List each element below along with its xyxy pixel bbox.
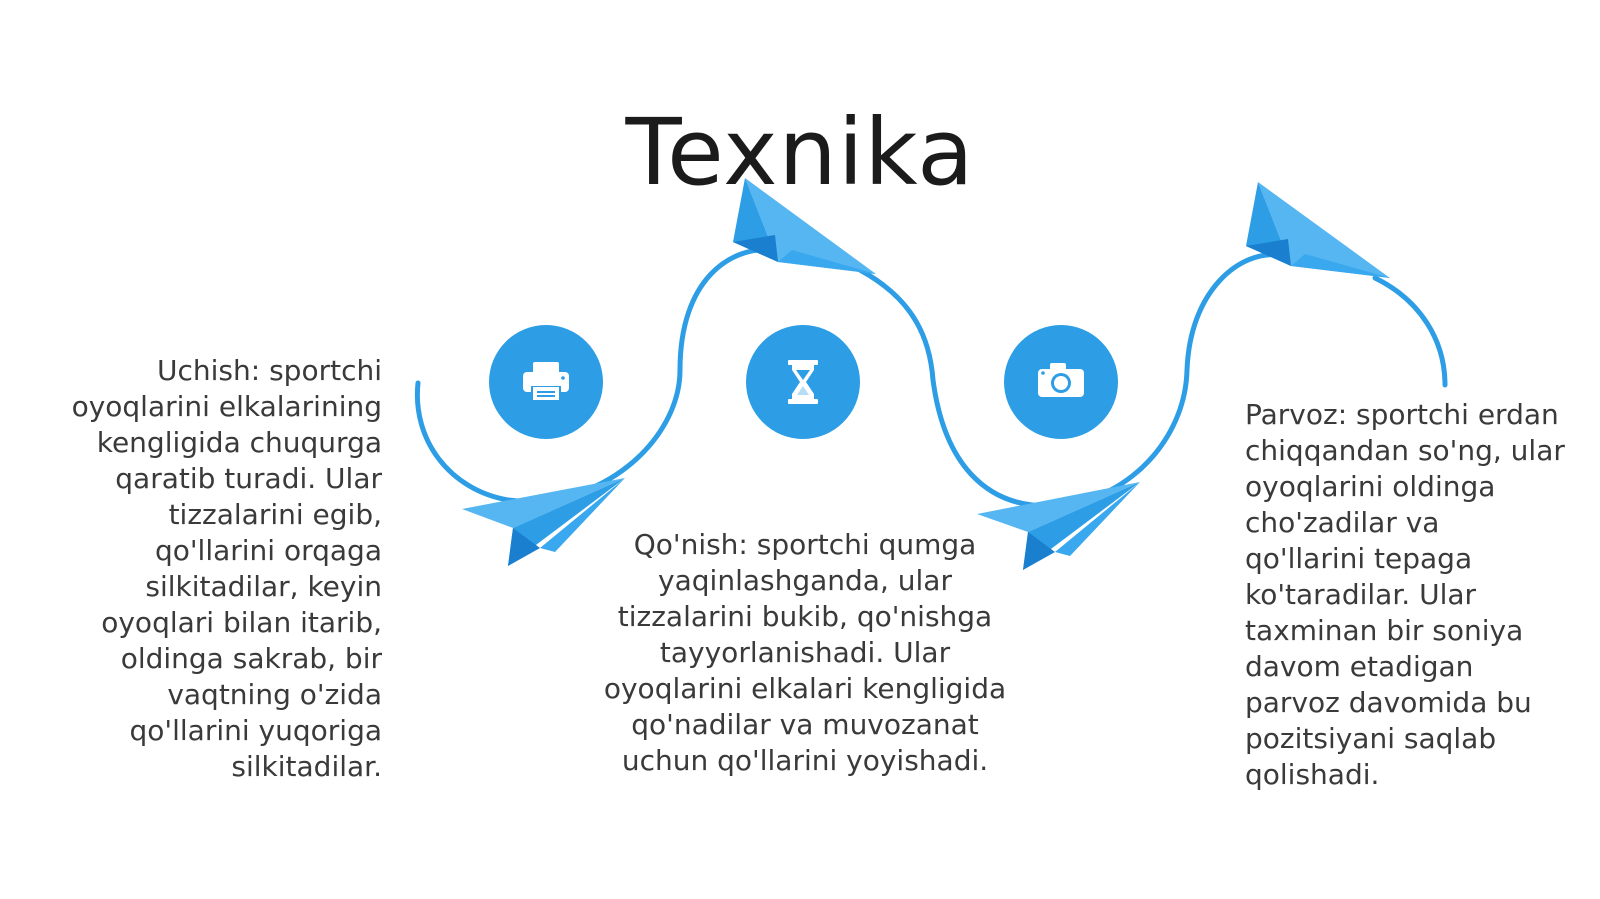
step-1-circle <box>489 325 603 439</box>
step-2-circle <box>746 325 860 439</box>
paper-plane-icon <box>733 178 876 274</box>
page-title: Texnika <box>625 98 975 206</box>
paper-plane-icon <box>1246 182 1390 278</box>
step-text-flight: Parvoz: sportchi erdan chiqqandan so'ng,… <box>1245 398 1565 791</box>
hourglass-icon <box>788 360 818 404</box>
step-text-takeoff: Uchish: sportchi oyoqlarini elkalarining… <box>71 354 382 783</box>
paper-plane-icon <box>462 478 625 566</box>
step-3-circle <box>1004 325 1118 439</box>
camera-icon <box>1038 363 1084 397</box>
paper-plane-icon <box>977 482 1140 570</box>
step-text-landing: Qo'nish: sportchi qumga yaqinlashganda, … <box>603 528 1007 777</box>
printer-icon <box>523 362 569 400</box>
